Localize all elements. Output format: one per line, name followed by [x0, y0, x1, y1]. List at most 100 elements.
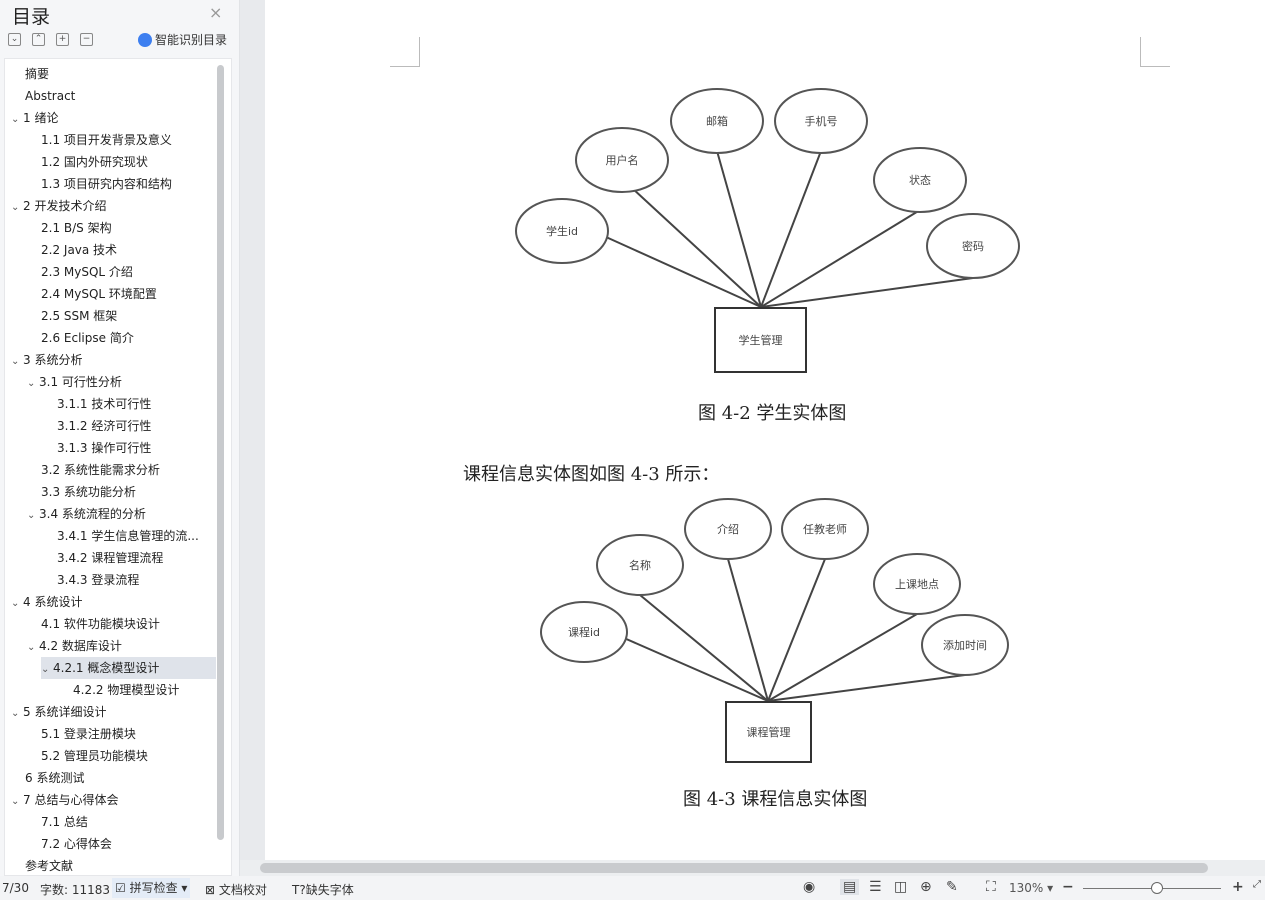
toc-item[interactable]: 5.1 登录注册模块: [41, 723, 231, 745]
attribute-label: 介绍: [717, 522, 739, 536]
page-view-icon[interactable]: ▤: [840, 879, 860, 895]
collapse-all-icon[interactable]: ⌃: [32, 33, 45, 46]
chevron-down-icon[interactable]: ⌄: [41, 664, 50, 675]
toc-item[interactable]: ⌄4.2.1 概念模型设计: [41, 657, 216, 679]
toc-item[interactable]: 摘要: [25, 63, 231, 85]
toc-item[interactable]: 4.2.2 物理模型设计: [73, 679, 231, 701]
toc-item[interactable]: 3.1.2 经济可行性: [57, 415, 231, 437]
toc-item[interactable]: 3.1.3 操作可行性: [57, 437, 231, 459]
toc-item[interactable]: ⌄7 总结与心得体会: [11, 789, 221, 811]
chevron-down-icon[interactable]: ⌄: [27, 642, 36, 653]
remove-heading-icon[interactable]: −: [80, 33, 93, 46]
reading-view-icon[interactable]: ◫: [894, 879, 908, 895]
toc-item-label: 4 系统设计: [23, 595, 83, 609]
chevron-down-icon[interactable]: ⌄: [27, 510, 36, 521]
attribute-label: 用户名: [606, 153, 639, 167]
toc-item[interactable]: 7.1 总结: [41, 811, 231, 833]
sidebar-title: 目录: [12, 6, 51, 28]
toc-item[interactable]: 1.1 项目开发背景及意义: [41, 129, 231, 151]
attribute-label: 密码: [962, 239, 984, 253]
chevron-down-icon[interactable]: ⌄: [11, 114, 20, 125]
missing-font-label: 缺失字体: [305, 883, 354, 897]
toc-item[interactable]: ⌄5 系统详细设计: [11, 701, 221, 723]
toc-item[interactable]: ⌄4.2 数据库设计: [27, 635, 231, 657]
student-entity-diagram: 学生id用户名邮箱手机号状态密码学生管理: [515, 88, 1020, 373]
figure-caption: 图 4-2 学生实体图: [698, 403, 847, 424]
word-count[interactable]: 字数: 11183: [40, 883, 111, 897]
toc-item-label: 3.4.3 登录流程: [57, 573, 140, 587]
zoom-out-icon[interactable]: −: [1062, 879, 1074, 895]
toc-item[interactable]: 3.4.3 登录流程: [57, 569, 231, 591]
toc-item-label: 3.1.1 技术可行性: [57, 397, 152, 411]
scrollbar-thumb[interactable]: [260, 863, 1208, 873]
toc-item[interactable]: 3.4.2 课程管理流程: [57, 547, 231, 569]
chevron-down-icon[interactable]: ⌄: [11, 202, 20, 213]
attribute-ellipse: [540, 601, 628, 663]
toc-item[interactable]: 3.2 系统性能需求分析: [41, 459, 231, 481]
toc-item[interactable]: 2.6 Eclipse 简介: [41, 327, 231, 349]
toc-item[interactable]: 2.1 B/S 架构: [41, 217, 231, 239]
toc-item[interactable]: ⌄1 绪论: [11, 107, 221, 129]
chevron-down-icon[interactable]: ⌄: [11, 796, 20, 807]
toc-item[interactable]: 7.2 心得体会: [41, 833, 231, 855]
relation-line: [767, 674, 966, 702]
toc-item[interactable]: 4.1 软件功能模块设计: [41, 613, 231, 635]
toc-item[interactable]: ⌄3.1 可行性分析: [27, 371, 231, 393]
toc-item[interactable]: ⌄2 开发技术介绍: [11, 195, 221, 217]
toc-item[interactable]: 3.1.1 技术可行性: [57, 393, 231, 415]
toc-item[interactable]: 2.4 MySQL 环境配置: [41, 283, 231, 305]
toc-item[interactable]: 1.2 国内外研究现状: [41, 151, 231, 173]
toc-item-label: 3.1.2 经济可行性: [57, 419, 152, 433]
relation-line: [727, 558, 769, 702]
toc-item[interactable]: 2.5 SSM 框架: [41, 305, 231, 327]
toc-item[interactable]: Abstract: [25, 85, 231, 107]
fullscreen-icon[interactable]: ⤢: [1253, 879, 1261, 890]
toc-item-label: Abstract: [25, 89, 76, 103]
relation-line: [716, 150, 762, 308]
toc-item-label: 2.5 SSM 框架: [41, 309, 118, 323]
page-indicator[interactable]: 7/30: [2, 881, 29, 895]
toc-item[interactable]: 3.4.1 学生信息管理的流...: [57, 525, 231, 547]
zoom-level[interactable]: 130% ▾: [1009, 881, 1054, 895]
outline-view-icon[interactable]: ☰: [869, 879, 882, 895]
toc-item[interactable]: 5.2 管理员功能模块: [41, 745, 231, 767]
zoom-slider-handle[interactable]: [1151, 882, 1163, 894]
spell-check-button[interactable]: ☑ 拼写检查 ▾: [112, 878, 191, 898]
doc-proof-label: 文档校对: [218, 883, 267, 897]
attribute-label: 名称: [629, 558, 651, 572]
chevron-down-icon[interactable]: ⌄: [11, 708, 20, 719]
missing-font-button[interactable]: T?缺失字体: [292, 881, 354, 898]
add-heading-icon[interactable]: +: [56, 33, 69, 46]
toc-item[interactable]: ⌄3.4 系统流程的分析: [27, 503, 231, 525]
toc-item-label: 参考文献: [25, 859, 74, 873]
toc-item[interactable]: 2.2 Java 技术: [41, 239, 231, 261]
toc-item[interactable]: ⌄4 系统设计: [11, 591, 221, 613]
corner-mark: [390, 37, 420, 67]
zoom-in-icon[interactable]: +: [1232, 879, 1244, 895]
toc-scrollbar[interactable]: [217, 65, 224, 840]
toc-item[interactable]: 2.3 MySQL 介绍: [41, 261, 231, 283]
toc-item[interactable]: 6 系统测试: [25, 767, 231, 789]
web-view-icon[interactable]: ⊕: [920, 879, 932, 895]
write-view-icon[interactable]: ✎: [946, 879, 958, 895]
attribute-ellipse: [670, 88, 764, 154]
expand-all-icon[interactable]: ⌄: [8, 33, 21, 46]
smart-toc-button[interactable]: 智能识别目录: [138, 31, 227, 48]
toc-item[interactable]: ⌄3 系统分析: [11, 349, 221, 371]
doc-proof-button[interactable]: ⊠ 文档校对: [205, 881, 267, 898]
attribute-ellipse: [781, 498, 869, 560]
chevron-down-icon[interactable]: ⌄: [11, 356, 20, 367]
close-icon[interactable]: ×: [209, 3, 223, 22]
toc-item[interactable]: 参考文献: [25, 855, 231, 875]
attribute-label: 添加时间: [943, 638, 987, 652]
toc-item[interactable]: 3.3 系统功能分析: [41, 481, 231, 503]
toc-item[interactable]: 1.3 项目研究内容和结构: [41, 173, 231, 195]
eye-protection-icon[interactable]: ◉: [803, 879, 816, 895]
relation-line: [767, 558, 826, 702]
attribute-ellipse: [515, 198, 609, 264]
horizontal-scrollbar[interactable]: [240, 860, 1265, 876]
chevron-down-icon[interactable]: ⌄: [27, 378, 36, 389]
chevron-down-icon[interactable]: ⌄: [11, 598, 20, 609]
fit-page-icon[interactable]: ⛶: [986, 879, 996, 895]
